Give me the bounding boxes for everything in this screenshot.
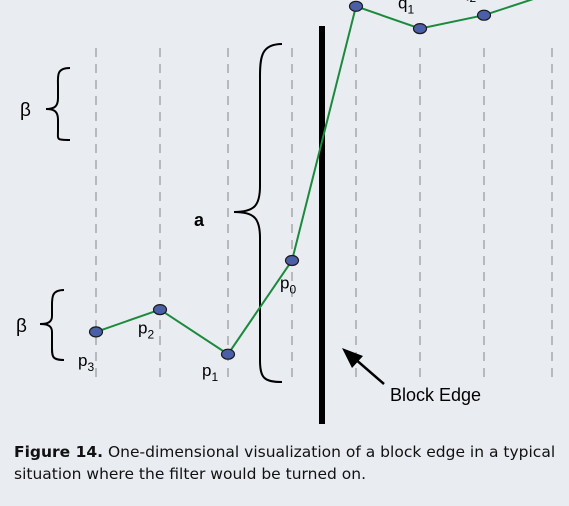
sample-label-q1: q1 [398,0,414,17]
beta-upper-label: β [20,100,31,121]
sample-point-p2 [152,304,168,316]
sample-point-p3 [88,326,104,338]
caption-prefix: Figure 14. [14,443,104,461]
signal-line [95,0,534,356]
block-edge-arrow [342,348,385,385]
sample-point-q0 [348,0,364,12]
beta-lower-label: β [16,316,27,337]
a-brace [233,43,283,383]
sample-point-p1 [220,348,236,360]
block-edge-diagram: β β a Block Edge p3p2p1p0q0q1q2q3 [16,0,553,424]
sample-points [88,0,492,360]
sample-label-p1: p1 [202,361,218,384]
caption-text: One-dimensional visualization of a block… [14,443,556,483]
block-edge-label: Block Edge [390,385,481,405]
a-label: a [194,210,205,230]
beta-lower-brace [39,289,65,361]
sample-label-p2: p2 [138,319,154,342]
beta-upper-brace [45,67,71,141]
sample-label-p0: p0 [280,274,296,297]
sample-point-q2 [476,9,492,21]
sample-point-p0 [284,254,300,267]
figure-caption: Figure 14. One-dimensional visualization… [14,441,559,485]
sample-label-p3: p3 [78,351,94,374]
sample-point-q1 [412,23,428,35]
sample-label-q2: q2 [460,0,476,5]
sample-gridlines [95,48,553,380]
